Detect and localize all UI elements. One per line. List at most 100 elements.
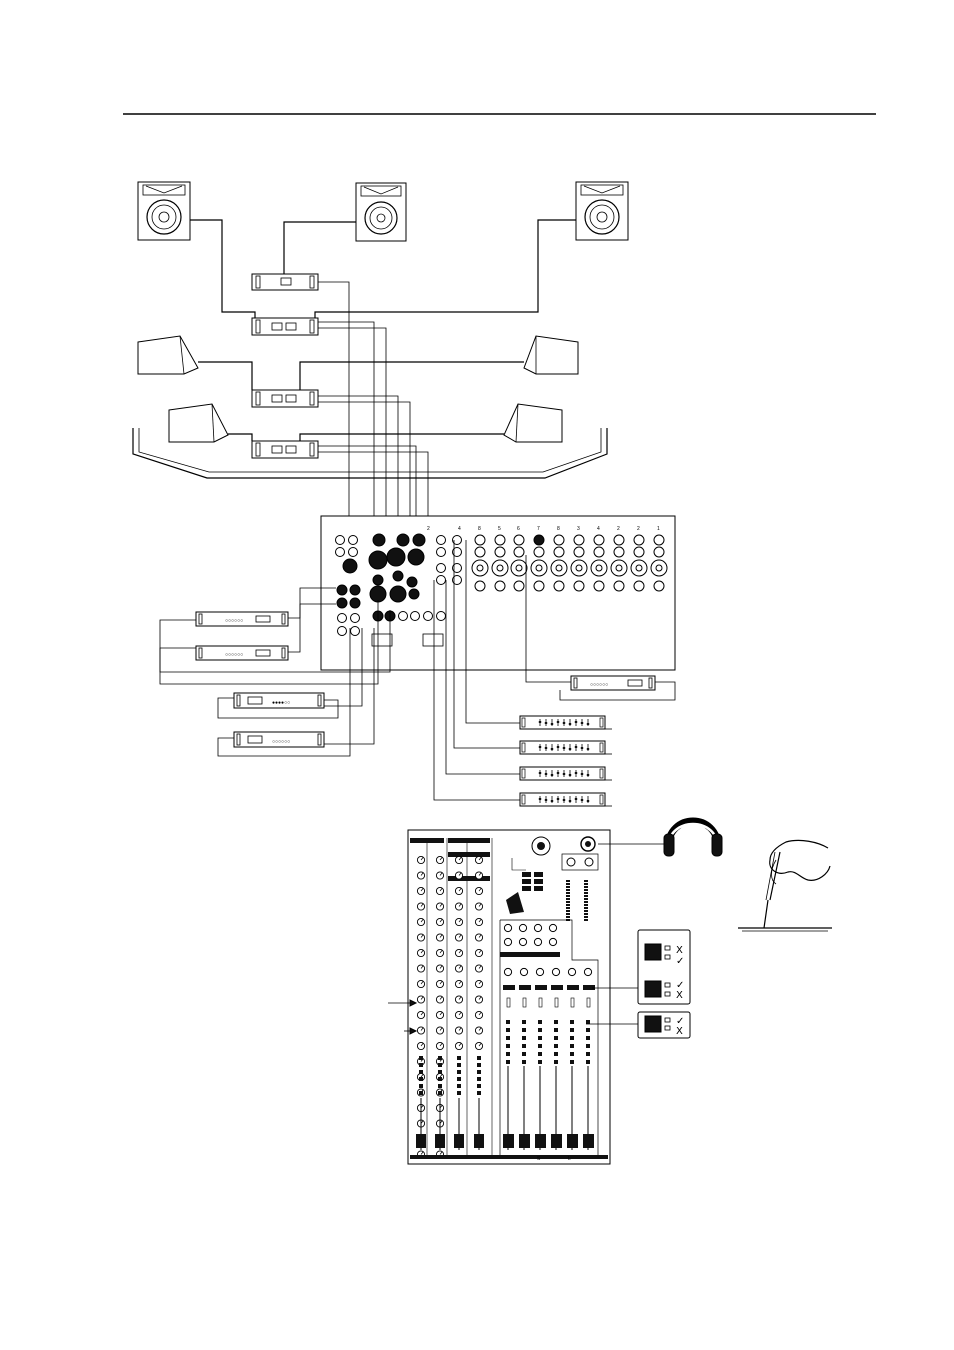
- graphic-eq-icon: [520, 767, 605, 780]
- wedge-monitor-icon: [504, 404, 562, 442]
- line-jack: [534, 547, 544, 557]
- eq-slider-knob: [557, 798, 559, 800]
- xlr-jack: [591, 560, 607, 576]
- switch-button: [522, 886, 531, 891]
- insert-jack: [475, 535, 485, 545]
- aux-jack: [336, 548, 345, 557]
- direct-out-jack: [534, 581, 544, 591]
- switch-button: [419, 1084, 423, 1088]
- direct-out-jack: [634, 581, 644, 591]
- switch-button: [570, 1044, 574, 1048]
- strip-label: [410, 838, 444, 843]
- eq-slider-knob: [575, 721, 577, 723]
- switch-button: [438, 1084, 442, 1088]
- meter-segment: [566, 910, 570, 912]
- switch-button: [554, 1020, 558, 1024]
- channel-number: 8: [557, 526, 560, 532]
- fader-cap: [519, 1134, 530, 1148]
- aux-jack: [437, 576, 446, 585]
- switch-button: [522, 1044, 526, 1048]
- switch-button: [477, 1056, 481, 1060]
- aux-jack: [351, 627, 360, 636]
- switch-button: [506, 1060, 510, 1064]
- switch-button: [457, 1056, 461, 1060]
- direct-out-jack: [495, 581, 505, 591]
- eq-slider-knob: [587, 748, 589, 750]
- talkback-xlr-core: [537, 842, 545, 850]
- switch-button: [538, 1052, 542, 1056]
- switch-button: [477, 1084, 481, 1088]
- switch-button: [586, 1036, 590, 1040]
- meter-segment: [584, 904, 588, 906]
- switch-button: [534, 886, 543, 891]
- console-master-label: L: [568, 1156, 571, 1162]
- channel-number: 7: [537, 526, 540, 532]
- switch-button: [522, 872, 531, 877]
- switch-button: [522, 1060, 526, 1064]
- meter-segment: [566, 916, 570, 918]
- fader-cap: [503, 1134, 514, 1148]
- switch-button: [586, 1052, 590, 1056]
- direct-out-jack: [554, 581, 564, 591]
- switch-button: [457, 1070, 461, 1074]
- meter-segment: [566, 883, 570, 885]
- switch-button: [570, 1052, 574, 1056]
- switch-button: [554, 1044, 558, 1048]
- aux-jack: [437, 612, 446, 621]
- switch-button: [419, 1063, 423, 1067]
- svg-text:○○○○○○: ○○○○○○: [590, 682, 608, 688]
- effects-unit-icon: ○○○○○○: [196, 646, 288, 660]
- aux-jack: [437, 564, 446, 573]
- group-knob: [552, 968, 559, 975]
- switch-button: [419, 1070, 423, 1074]
- switch-button: [438, 1070, 442, 1074]
- switch-button: [477, 1063, 481, 1067]
- fader-cap: [435, 1134, 445, 1148]
- aux-jack: [351, 614, 360, 623]
- line-jack: [514, 547, 524, 557]
- line-jack: [475, 547, 485, 557]
- speaker-icon: [138, 182, 190, 240]
- output-jack: [397, 534, 409, 546]
- group-knob: [536, 968, 543, 975]
- switch-button: [506, 1020, 510, 1024]
- meter-segment: [584, 892, 588, 894]
- direct-out-jack: [514, 581, 524, 591]
- meter-segment: [566, 907, 570, 909]
- meter-segment: [566, 913, 570, 915]
- eq-slider-knob: [581, 773, 583, 775]
- insert-jack: [594, 535, 604, 545]
- switch-button: [534, 872, 543, 877]
- switch-mark-off: X: [676, 945, 683, 956]
- insert-jack: [574, 535, 584, 545]
- insert-jack: [514, 535, 524, 545]
- aux-jack: [424, 612, 433, 621]
- line-jack: [574, 547, 584, 557]
- output-jack: [369, 551, 387, 569]
- meter-segment: [566, 892, 570, 894]
- output-jack: [370, 586, 386, 602]
- aux-jack: [399, 612, 408, 621]
- insert-jack: [534, 535, 544, 545]
- effects-unit-icon: ○○○○○○: [234, 732, 324, 747]
- eq-slider-knob: [569, 774, 571, 776]
- insert-jack: [634, 535, 644, 545]
- eq-slider-knob: [587, 800, 589, 802]
- insert-jack: [654, 535, 664, 545]
- output-jack: [413, 534, 425, 546]
- direct-out-jack: [574, 581, 584, 591]
- fader-cap: [474, 1134, 484, 1148]
- output-jack: [350, 598, 360, 608]
- meter-segment: [566, 904, 570, 906]
- meter-segment: [584, 898, 588, 900]
- switch-button: [538, 1044, 542, 1048]
- channel-number: 3: [577, 526, 580, 532]
- switch-button: [522, 1020, 526, 1024]
- channel-number: 5: [498, 526, 501, 532]
- direct-out-jack: [654, 581, 664, 591]
- switch-button: [457, 1084, 461, 1088]
- group-label: [519, 985, 531, 990]
- console-bottom-bar: [410, 1155, 608, 1159]
- eq-slider-knob: [575, 746, 577, 748]
- output-jack: [337, 598, 347, 608]
